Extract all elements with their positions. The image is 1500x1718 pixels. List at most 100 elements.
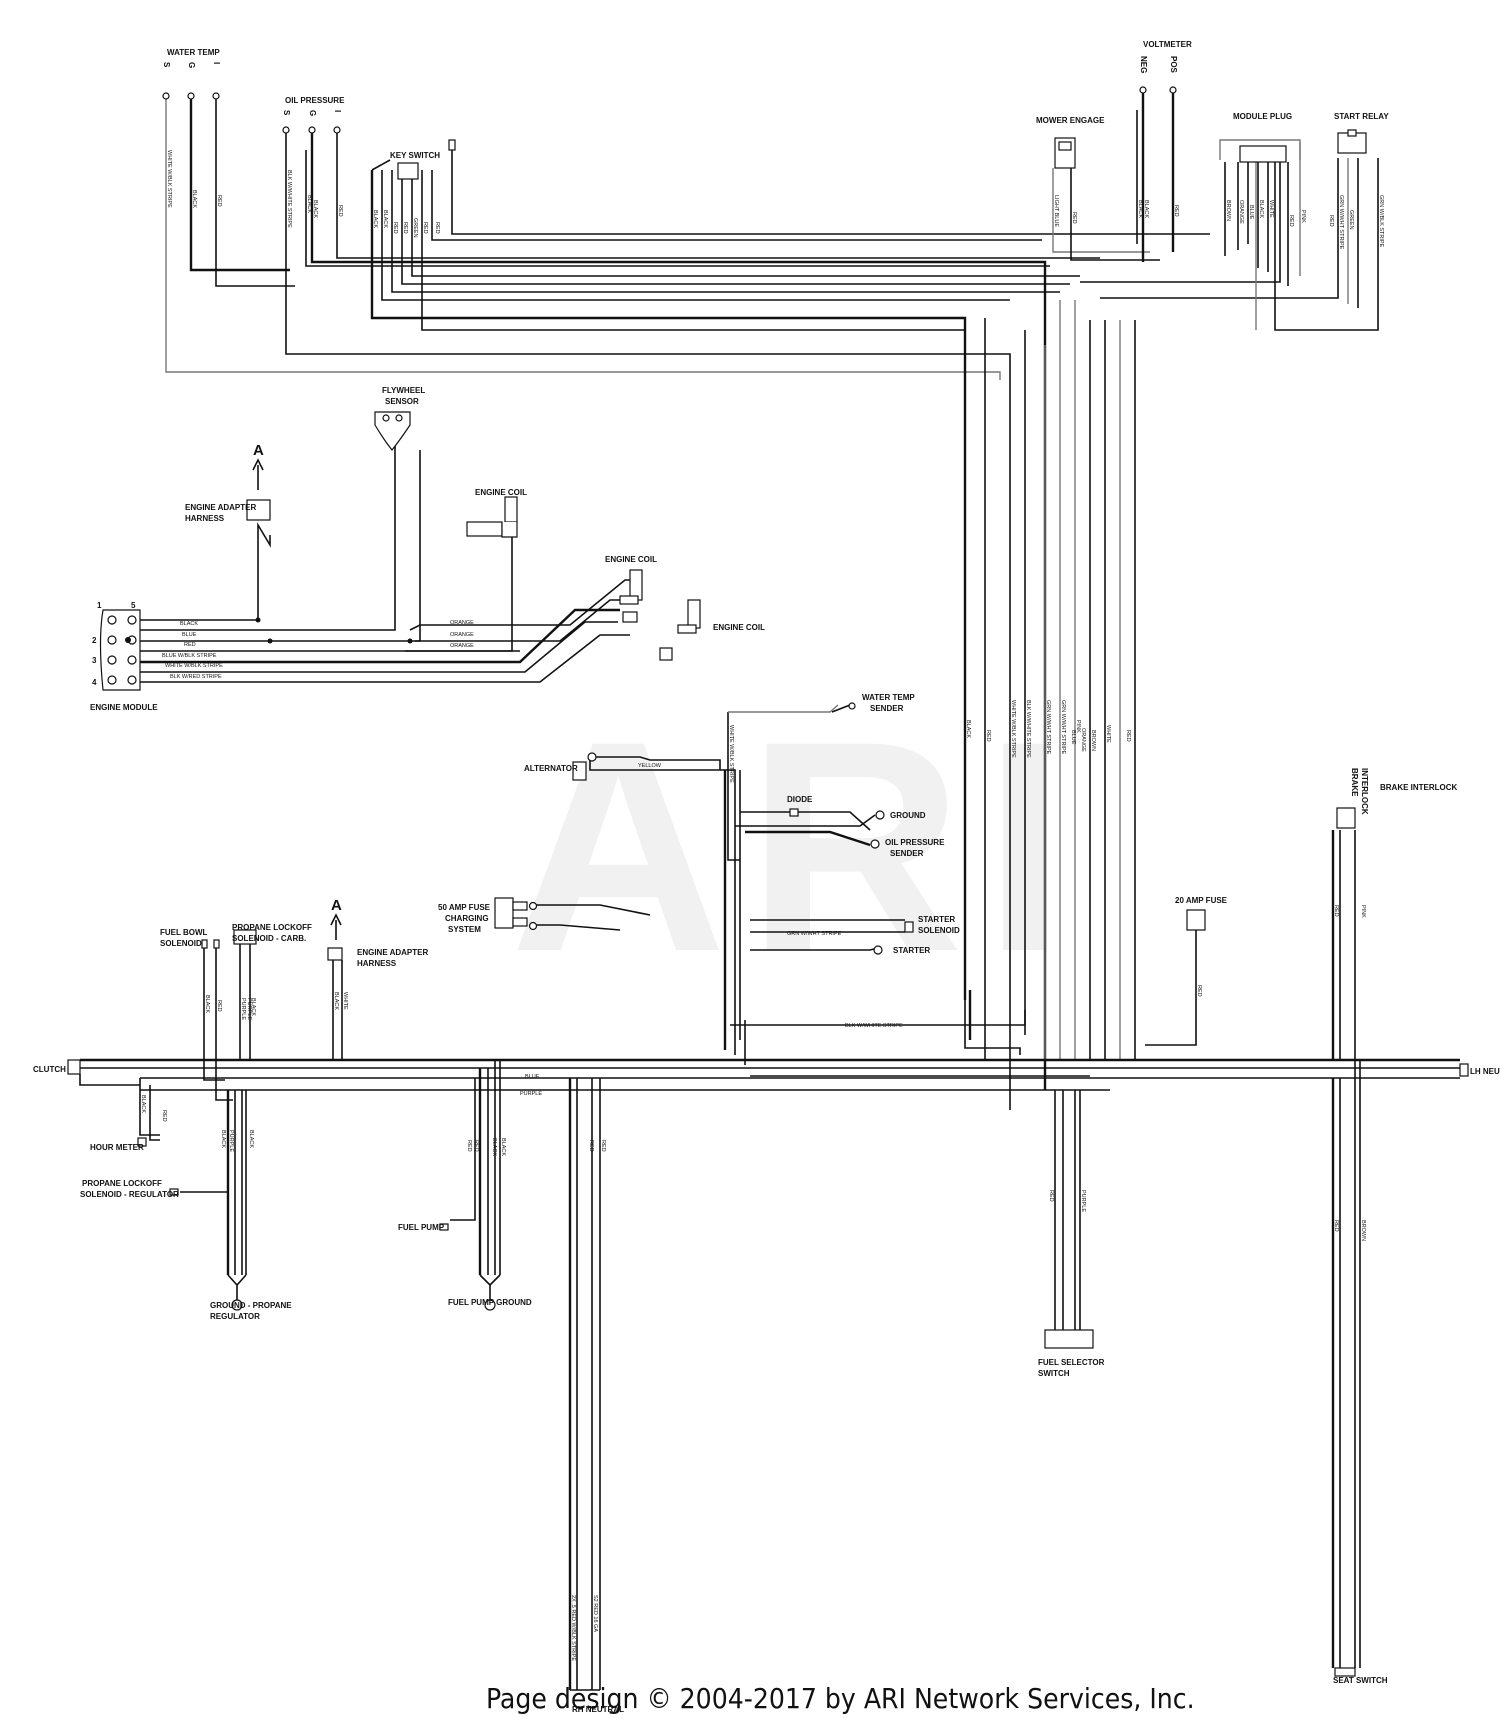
brake-interlock	[1331, 807, 1356, 1060]
wl-tr-blue: BLUE	[1070, 730, 1076, 745]
label-hour-meter: HOUR METER	[90, 1143, 144, 1152]
wl-eah-white: WHITE	[342, 992, 348, 1010]
marker-a-bottom: A	[331, 897, 342, 914]
label-eah-bottom-2: HARNESS	[357, 959, 397, 968]
wl-rn-red2: RED	[600, 1140, 606, 1152]
label-eah-bottom-1: ENGINE ADAPTER	[357, 948, 428, 957]
flywheel-sensor	[374, 411, 411, 451]
label-eah-top-2: HARNESS	[185, 514, 225, 523]
wl-alt-yellow: YELLOW	[638, 763, 662, 769]
wl-tr-pink: PINK	[1075, 720, 1081, 733]
wl-wt-black: BLACK	[191, 190, 197, 208]
label-fuel-selector-2: SWITCH	[1038, 1369, 1070, 1378]
label-brake-interlock: BRAKE INTERLOCK	[1380, 783, 1458, 792]
label-fuel-selector-1: FUEL SELECTOR	[1038, 1358, 1105, 1367]
label-starter-solenoid-2: SOLENOID	[918, 926, 960, 935]
label-starter: STARTER	[893, 946, 930, 955]
clutch-connector	[67, 1059, 140, 1086]
label-propane-carb-1: PROPANE LOCKOFF	[232, 923, 312, 932]
wl-wts-whiteblk: WHITE W/BLK STRIPE	[728, 725, 734, 783]
brake-vertical-1: BRAKE	[1350, 768, 1359, 797]
wl-reg-purple: PURPLE	[228, 1130, 234, 1152]
label-eah-top-1: ENGINE ADAPTER	[185, 503, 256, 512]
engine-adapter-harness-top	[246, 458, 271, 521]
wt-term-s: S	[162, 62, 171, 68]
oil-pressure-terminals	[282, 126, 341, 134]
wl-bi-pink: PINK	[1360, 905, 1366, 918]
wl-sr-red: RED	[1328, 215, 1334, 227]
label-fuse-20: 20 AMP FUSE	[1175, 896, 1228, 905]
label-water-temp: WATER TEMP	[167, 48, 220, 57]
vm-term-neg: NEG	[1139, 56, 1148, 73]
wl-fs-purple: PURPLE	[1080, 1190, 1086, 1212]
wl-sr-green: GREEN	[1348, 210, 1354, 230]
label-ground: GROUND	[890, 811, 926, 820]
wl-fuse20-red: RED	[1196, 985, 1202, 997]
center-wires	[533, 704, 1026, 1065]
label-oil-pressure-sender-1: OIL PRESSURE	[885, 838, 945, 847]
fuel-bowl-solenoid	[201, 939, 233, 1101]
label-oil-pressure-sender-2: SENDER	[890, 849, 924, 858]
wl-mp-orange: ORANGE	[1238, 200, 1244, 224]
wl-op-black2: BLACK	[312, 200, 318, 218]
wl-mp-blue: BLUE	[1248, 205, 1254, 220]
wl-sr-grnwhite: GRN W/WHT STRIPE	[1338, 195, 1344, 250]
wl-mp-black: BLACK	[1258, 200, 1264, 218]
op-term-i: I	[333, 110, 342, 112]
wl-ks-green: GREEN	[412, 218, 418, 238]
mower-engage-connector	[1054, 137, 1076, 169]
op-term-g: G	[308, 110, 317, 116]
label-fuel-bowl-2: SOLENOID	[160, 939, 202, 948]
label-ground-propane-1: GROUND - PROPANE	[210, 1301, 292, 1310]
wl-me-red: RED	[1071, 212, 1077, 224]
starter-solenoid	[904, 921, 914, 933]
seat-switch	[1331, 1060, 1361, 1677]
wl-tr-grnwhite: GRN W/WHT STRIPE	[1045, 700, 1051, 755]
alternator-block	[572, 752, 721, 781]
wl-mp-brown: BROWN	[1225, 200, 1231, 221]
label-oil-pressure: OIL PRESSURE	[285, 96, 345, 105]
wl-vm-black1: BLACK	[1137, 200, 1143, 218]
wl-em-blueblk: BLUE W/BLK STRIPE	[162, 653, 217, 659]
engine-coil-1	[466, 496, 518, 538]
wl-wt-white: WHITE W/BLK STRIPE	[166, 150, 172, 208]
label-start-relay: START RELAY	[1334, 112, 1389, 121]
wl-me-lightblue: LIGHT BLUE	[1053, 195, 1059, 227]
footer-copyright: Page design © 2004-2017 by ARI Network S…	[486, 1682, 1195, 1715]
wl-op-black1: BLACK	[306, 195, 312, 213]
wl-main-purple: PURPLE	[520, 1091, 542, 1097]
label-flywheel-sensor-2: SENSOR	[385, 397, 419, 406]
label-ground-propane-2: REGULATOR	[210, 1312, 260, 1321]
fuel-pump-branch	[439, 1060, 501, 1311]
wl-coil-orange3: ORANGE	[450, 643, 474, 649]
em-pin-1: 1	[97, 601, 102, 610]
key-switch-connector	[371, 139, 456, 180]
markers: A A BRAKE INTERLOCK	[253, 442, 1369, 914]
wl-ks-red2: RED	[402, 222, 408, 234]
wl-tr-orange: ORANGE	[1080, 728, 1086, 752]
wl-tr-brown: BROWN	[1090, 730, 1096, 751]
label-key-switch: KEY SWITCH	[390, 151, 440, 160]
label-fuse-50-2: CHARGING	[445, 914, 489, 923]
engine-module-block	[99, 609, 141, 691]
wl-em-black: BLACK	[180, 621, 198, 627]
wl-reg-black1: BLACK	[220, 1130, 226, 1148]
module-plug-connector	[1219, 139, 1301, 163]
wl-sr-grnblk: GRN W/BLK STRIPE	[1378, 195, 1384, 248]
label-flywheel-sensor-1: FLYWHEEL	[382, 386, 425, 395]
wl-coil-orange2: ORANGE	[450, 632, 474, 638]
label-propane-carb-2: SOLENOID - CARB.	[232, 934, 306, 943]
wl-bi-red: RED	[1333, 905, 1339, 917]
wt-term-i: I	[212, 62, 221, 64]
wl-op-red: RED	[337, 205, 343, 217]
fuel-selector-switch	[1044, 1090, 1094, 1349]
terminal-letters: S G I S G I NEG POS 1 5 2 3 4	[92, 56, 1178, 687]
wl-eah-black: BLACK	[333, 992, 339, 1010]
wl-coil-orange1: ORANGE	[450, 620, 474, 626]
wl-mp-pink: PINK	[1300, 210, 1306, 223]
wl-wt-red: RED	[216, 195, 222, 207]
wl-tr-red2: RED	[1125, 730, 1131, 742]
wl-tr-black: BLACK	[965, 720, 971, 738]
label-mower-engage: MOWER ENGAGE	[1036, 116, 1105, 125]
junction-dots	[255, 617, 413, 644]
